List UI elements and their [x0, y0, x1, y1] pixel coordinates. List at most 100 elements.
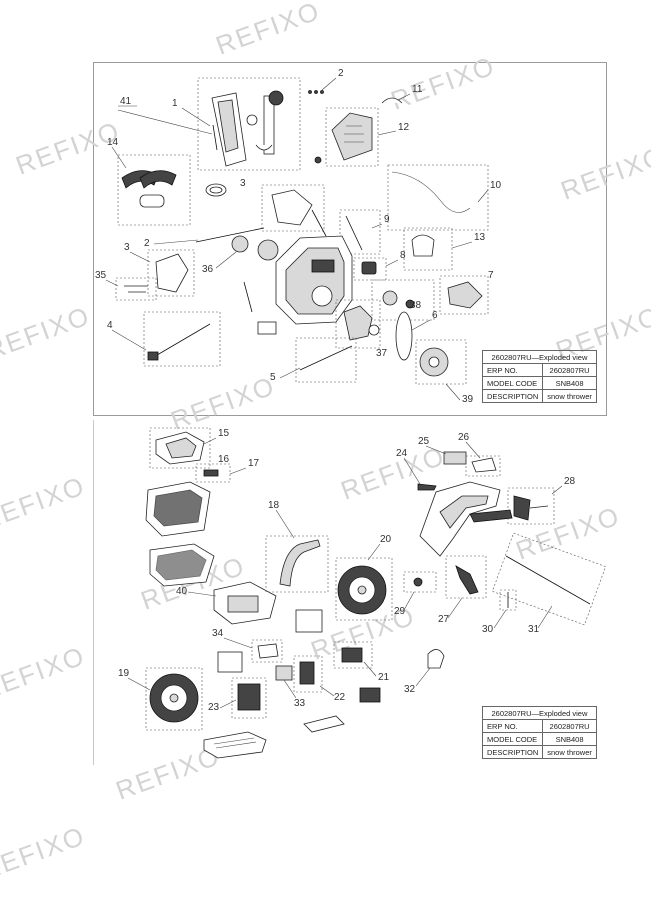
group-box-bearing: [353, 257, 387, 281]
gear-part: [231, 235, 249, 253]
title-block-label: ERP NO.: [481, 719, 544, 733]
leader-3b: [129, 251, 151, 263]
mount-plate-part: [295, 609, 323, 633]
callout-29: 29: [394, 606, 406, 617]
title-block-value: snow thrower: [542, 389, 597, 403]
leader-21: [363, 661, 377, 677]
label-plate-part: [443, 451, 467, 465]
battery-housing-top-inner: [153, 489, 203, 527]
group-box-switch: [403, 227, 453, 271]
wheel-hub-part: [169, 693, 179, 703]
callout-16: 16: [218, 454, 230, 465]
mount-plate-part: [217, 651, 243, 673]
lever-part: [455, 565, 479, 595]
callout-40: 40: [176, 586, 188, 597]
idler-part: [405, 299, 415, 309]
group-box-tool: [143, 311, 221, 367]
leader-12: [377, 130, 397, 136]
group-box-flange: [335, 299, 381, 349]
leader-36: [215, 251, 237, 269]
group-box-chute: [197, 77, 301, 171]
callout-4: 4: [107, 320, 113, 331]
callout-5: 5: [270, 372, 276, 383]
switch-housing-part: [411, 234, 435, 257]
belt-strip-part: [345, 215, 363, 251]
title-block-label: MODEL CODE: [481, 732, 544, 746]
leader-31: [537, 605, 553, 629]
group-box-wheel-right: [335, 557, 393, 621]
title-block-value: 2602807RU: [542, 363, 597, 377]
axle-part: [505, 555, 591, 605]
leader-41: [117, 109, 213, 135]
watermark-text: REFIXO: [167, 370, 279, 435]
bushing-part: [413, 577, 423, 587]
callout-3b: 3: [124, 242, 130, 253]
group-box-cable: [387, 164, 489, 231]
handle-assembly-inner: [439, 495, 489, 529]
leader-35: [105, 279, 119, 287]
title-block-label: DESCRIPTION: [481, 389, 544, 403]
chute-inner-part: [217, 99, 239, 153]
handle-grip-part: [469, 509, 513, 523]
rod-41-part: [212, 124, 218, 151]
watermark-text: REFIXO: [0, 470, 89, 535]
latch-part: [203, 469, 219, 477]
callout-2: 2: [338, 68, 344, 79]
callout-28: 28: [564, 476, 576, 487]
callout-9: 9: [384, 214, 390, 225]
control-cable-part: [391, 171, 471, 213]
title-block-lower: 2602807RU—Exploded view ERP NO.2602807RU…: [481, 706, 597, 759]
group-box-grips: [507, 487, 555, 525]
track-strip-part: [243, 281, 253, 313]
scraper-bar-part: [299, 345, 353, 371]
leader-33: [283, 679, 297, 699]
group-box-lever: [445, 555, 487, 599]
group-box-latch: [195, 463, 231, 483]
control-box-panel: [227, 595, 259, 613]
callout-38: 38: [410, 300, 422, 311]
cap-part: [427, 649, 445, 669]
title-block-value: SNB408: [542, 376, 597, 390]
grip-rod-part: [529, 505, 549, 509]
leader-8: [385, 259, 399, 267]
clearing-tool-part: [151, 323, 211, 359]
handle-grip-part: [381, 97, 403, 104]
chute-knob-part: [246, 114, 258, 126]
leader-5: [279, 367, 301, 379]
ring-inner-part: [209, 186, 223, 194]
handle-bar-part: [279, 539, 321, 587]
leader-29: [403, 591, 415, 611]
auger-bracket-part: [271, 189, 313, 226]
callout-6: 6: [432, 310, 438, 321]
tool-head-part: [147, 351, 159, 361]
flange-bearing-part: [368, 324, 380, 336]
group-box-plate: [465, 455, 501, 477]
group-box-handle-bar: [265, 535, 329, 593]
group-box-controller: [293, 655, 323, 693]
callout-27: 27: [438, 614, 450, 625]
callout-37: 37: [376, 348, 388, 359]
watermark-text: REFIXO: [0, 640, 89, 705]
watermark-text: REFIXO: [0, 820, 89, 885]
wheel-hub-part: [357, 585, 367, 595]
side-plate-part: [155, 253, 189, 293]
leader-11: [397, 93, 411, 101]
group-box-side-plate: [147, 249, 195, 297]
leader-22: [319, 685, 335, 697]
bottom-rail-part: [303, 715, 345, 733]
title-block-label: ERP NO.: [481, 363, 544, 377]
leader-23: [219, 699, 237, 709]
chute-gear-part: [268, 90, 284, 106]
leader-32: [415, 667, 431, 687]
title-block-upper: 2602807RU—Exploded view ERP NO.2602807RU…: [481, 350, 597, 403]
title-block-heading: 2602807RU—Exploded view: [482, 706, 597, 720]
bolt-part: [314, 90, 318, 94]
callout-39: 39: [462, 394, 474, 405]
callout-32: 32: [404, 684, 416, 695]
leader-17: [229, 467, 247, 475]
group-box-bushing: [403, 571, 437, 593]
callout-19: 19: [118, 668, 130, 679]
leader-30: [493, 609, 507, 629]
bolt-part: [320, 90, 324, 94]
